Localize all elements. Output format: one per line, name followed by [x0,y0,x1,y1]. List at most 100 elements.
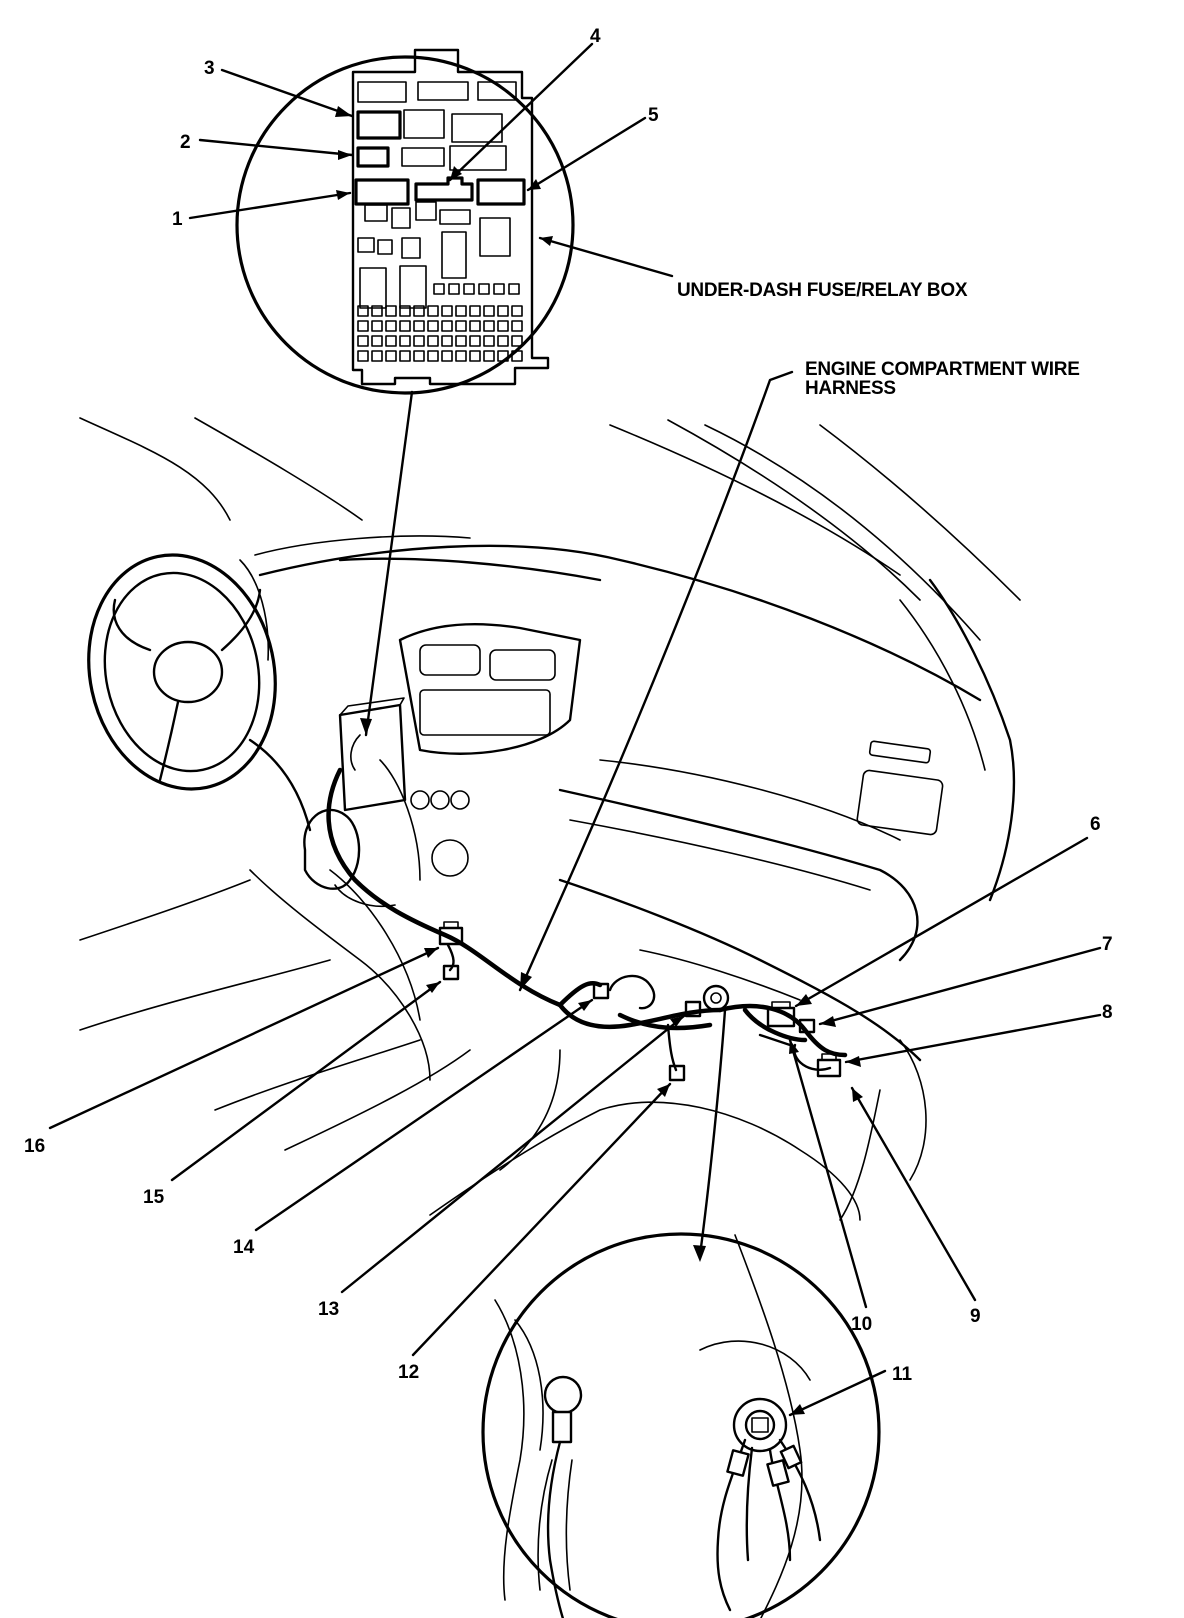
fuse-slot [399,320,411,332]
ground-detail [481,1232,887,1618]
connector-5 [476,178,526,206]
connector-15 [442,964,460,981]
fuse-slot [357,350,369,362]
fuse-slot [511,350,523,362]
fuse-slot [441,305,453,317]
fuse-slot [413,320,425,332]
callout-12: 12 [398,1362,419,1383]
fuse-slot [427,350,439,362]
fuse-slot [399,335,411,347]
callout-11: 11 [892,1364,913,1385]
fuse-slot [385,335,397,347]
harness-connectors [438,921,842,1082]
ground-terminal [702,984,730,1012]
fuse-slot [399,350,411,362]
long-leaders [364,370,794,1257]
fuse-slot [413,350,425,362]
fuse-slot [441,320,453,332]
callout-7: 7 [1102,934,1113,955]
harness-leaders [48,836,1102,1357]
fuse-slot [427,320,439,332]
callout-1: 1 [172,209,183,230]
callout-8: 8 [1102,1002,1113,1023]
top-arrowheads [335,106,553,246]
connector-13 [684,1000,702,1018]
fuse-slot [371,305,383,317]
fuse-slot [478,283,490,295]
top-leaders [188,42,674,278]
callout-numbers: 1 2 3 4 5 6 7 8 9 10 11 12 13 14 15 16 [24,26,1113,1385]
fuse-slot [511,335,523,347]
fuse-slot [511,320,523,332]
fuse-slot [448,283,460,295]
dashboard-art [79,417,1021,1221]
connector-4 [414,176,474,202]
callout-16: 16 [24,1136,45,1157]
connector-14 [592,982,610,1000]
fuse-slot [483,350,495,362]
fuse-slot [469,305,481,317]
connector-6 [766,1001,796,1028]
callout-15: 15 [143,1187,165,1208]
fuse-slot [385,320,397,332]
fuse-slot [455,305,467,317]
harness-caption-line2: HARNESS [805,378,896,399]
fuse-slot [399,305,411,317]
fuse-slot [385,305,397,317]
fuse-slot [433,283,445,295]
fuse-slot [469,335,481,347]
fuse-slot [455,335,467,347]
connector-7 [798,1018,816,1034]
fuse-slot [497,305,509,317]
fuse-slot [455,320,467,332]
fuse-slot [371,320,383,332]
fuse-slot [371,335,383,347]
fuse-slot [497,350,509,362]
callout-13: 13 [318,1299,339,1320]
fuse-slot [469,350,481,362]
fuse-slot [469,320,481,332]
fuse-box-caption: UNDER-DASH FUSE/RELAY BOX [677,280,968,301]
connector-3 [356,110,402,140]
fuse-box-detail-circle [235,55,575,395]
harness-arrowheads [424,948,863,1102]
fuse-slot [441,350,453,362]
caption-labels: UNDER-DASH FUSE/RELAY BOX ENGINE COMPART… [677,280,1080,399]
fuse-slot [413,335,425,347]
callout-2: 2 [180,132,191,153]
callout-14: 14 [233,1237,255,1258]
callout-10: 10 [851,1314,872,1335]
connector-12 [668,1064,686,1082]
ground-detail-circle [481,1232,881,1618]
callout-4: 4 [590,26,601,47]
fuse-slot [508,283,520,295]
fuse-slot [385,350,397,362]
arrow-11 [790,1404,805,1415]
fuse-slot [427,335,439,347]
fuse-slot [483,305,495,317]
fuse-slot [511,305,523,317]
fuse-slot [371,350,383,362]
callout-3: 3 [204,58,215,79]
fuse-slot [427,305,439,317]
fuse-slot [413,305,425,317]
fuse-grid [357,283,523,362]
ground-detail-art [494,1234,822,1618]
callout-6: 6 [1090,814,1101,835]
fuse-slot [463,283,475,295]
fuse-slot [357,320,369,332]
connector-1 [354,178,410,206]
connector-8 [816,1053,842,1078]
callout-9: 9 [970,1306,981,1327]
fuse-slot [357,305,369,317]
long-arrowheads [360,718,706,1262]
fuse-box-components [357,81,517,309]
harness-caption-line1: ENGINE COMPARTMENT WIRE [805,359,1080,380]
fuse-box-outline [351,48,550,386]
fuse-box-detail [235,48,575,395]
callout-5: 5 [648,105,659,126]
connector-2 [356,146,390,168]
fuse-slot [357,335,369,347]
fuse-slot [483,335,495,347]
